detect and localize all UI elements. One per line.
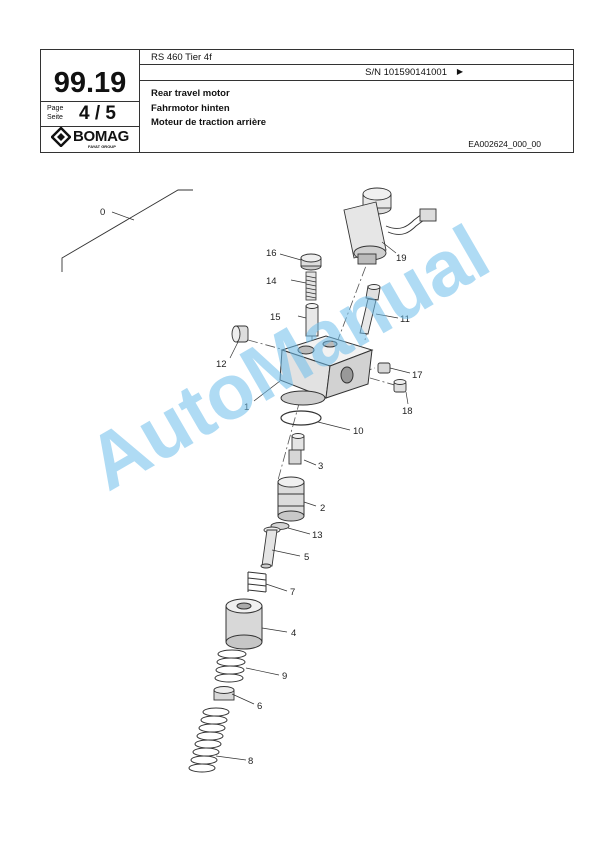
part-15-pin xyxy=(305,303,319,337)
part-19-solenoid xyxy=(343,187,437,265)
callout-6: 6 xyxy=(257,701,262,712)
serial-arrow-icon: ▶ xyxy=(456,67,463,76)
part-12-plug xyxy=(231,325,249,343)
callout-11: 11 xyxy=(400,314,410,325)
part-8-long-spring xyxy=(188,707,230,773)
callout-15: 15 xyxy=(270,312,281,323)
callout-14: 14 xyxy=(266,276,277,287)
part-4-piston-housing xyxy=(225,598,263,650)
callout-8: 8 xyxy=(248,756,253,767)
callout-7: 7 xyxy=(290,587,295,598)
part-17-plug xyxy=(377,362,391,374)
leader-lines xyxy=(111,211,411,761)
callout-9: 9 xyxy=(282,671,287,682)
callout-1: 1 xyxy=(244,402,249,413)
page-labels: Page Seite xyxy=(47,104,63,122)
part-2-sleeve xyxy=(277,476,305,522)
page-label-en: Page xyxy=(47,105,64,112)
callout-18: 18 xyxy=(402,406,413,417)
part-5-piston xyxy=(260,526,281,569)
part-18-cap xyxy=(393,379,407,393)
page-value: 4 / 5 xyxy=(79,103,116,124)
title-french: Moteur de traction arrière xyxy=(151,117,267,128)
part-6-seat xyxy=(213,686,235,701)
model-row: RS 460 Tier 4f xyxy=(139,50,573,65)
callout-2: 2 xyxy=(320,503,325,514)
part-0-bracket xyxy=(61,189,193,272)
serial-row: S/N 101590141001 ▶ xyxy=(139,64,573,81)
part-14-stud xyxy=(305,271,317,301)
header-left-panel: 99.19 Page Seite 4 / 5 BOMAG FAYAT GROUP xyxy=(41,50,140,152)
header-block: 99.19 Page Seite 4 / 5 BOMAG FAYAT GROUP… xyxy=(40,49,574,153)
brand-subtitle: FAYAT GROUP xyxy=(88,144,116,149)
page-label-de: Seite xyxy=(47,114,63,121)
title-block: Rear travel motor Fahrmotor hinten Moteu… xyxy=(151,87,266,131)
part-1-housing xyxy=(279,335,374,406)
title-english: Rear travel motor xyxy=(151,88,230,99)
bomag-logo: BOMAG FAYAT GROUP xyxy=(51,127,137,151)
callout-3: 3 xyxy=(318,461,323,472)
part-11-bolt xyxy=(359,284,381,335)
model-name: RS 460 Tier 4f xyxy=(151,52,212,63)
callout-0: 0 xyxy=(100,207,105,218)
callout-13: 13 xyxy=(312,530,323,541)
drawing-reference: EA002624_000_00 xyxy=(468,139,541,149)
part-16-nut xyxy=(300,253,322,271)
callout-10: 10 xyxy=(353,426,364,437)
callout-4: 4 xyxy=(291,628,296,639)
brand-name: BOMAG xyxy=(73,128,129,145)
callout-19: 19 xyxy=(396,253,407,264)
header-right-panel: RS 460 Tier 4f S/N 101590141001 ▶ Rear t… xyxy=(139,50,573,152)
part-7-small-spring xyxy=(247,571,267,593)
part-10-o-ring xyxy=(280,410,322,426)
title-german: Fahrmotor hinten xyxy=(151,102,230,114)
callout-5: 5 xyxy=(304,552,309,563)
callout-16: 16 xyxy=(266,248,277,259)
part-3-valve xyxy=(288,433,305,465)
page-indicator: Page Seite 4 / 5 xyxy=(41,101,139,127)
part-9-spring xyxy=(214,649,247,683)
callout-17: 17 xyxy=(412,370,423,381)
serial-number: S/N 101590141001 xyxy=(365,67,447,78)
callout-12: 12 xyxy=(216,359,227,370)
diamond-logo-icon xyxy=(51,127,71,147)
section-number: 99.19 xyxy=(53,67,127,99)
callout-labels: 0 1 2 3 4 5 6 7 8 9 10 11 12 13 14 15 16… xyxy=(100,207,423,767)
